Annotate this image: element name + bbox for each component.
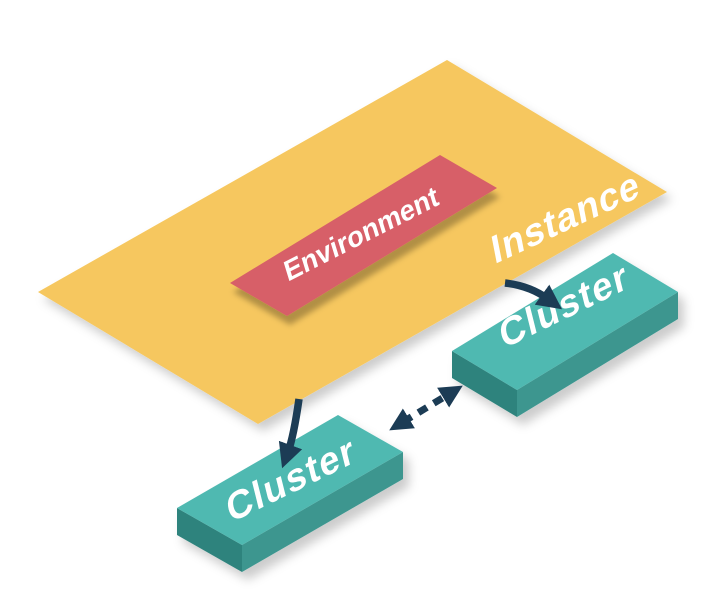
cluster-right-front-face — [517, 292, 678, 417]
cluster-right-top-face — [452, 253, 678, 390]
instance-to-cluster-right-arrow — [504, 279, 563, 310]
instance-to-cluster-left-arrow — [278, 398, 303, 469]
environment-panel-group — [230, 155, 497, 316]
cluster-left-box — [177, 415, 403, 572]
cluster-left-end-face — [177, 508, 242, 572]
cluster-to-cluster-dashed-arrow — [389, 385, 463, 431]
environment-panel — [230, 155, 497, 316]
cluster-right-end-face — [452, 351, 517, 417]
cluster-right-box — [452, 253, 678, 417]
cluster-left-front-face — [242, 452, 403, 572]
cluster-left-top-face — [177, 415, 403, 545]
